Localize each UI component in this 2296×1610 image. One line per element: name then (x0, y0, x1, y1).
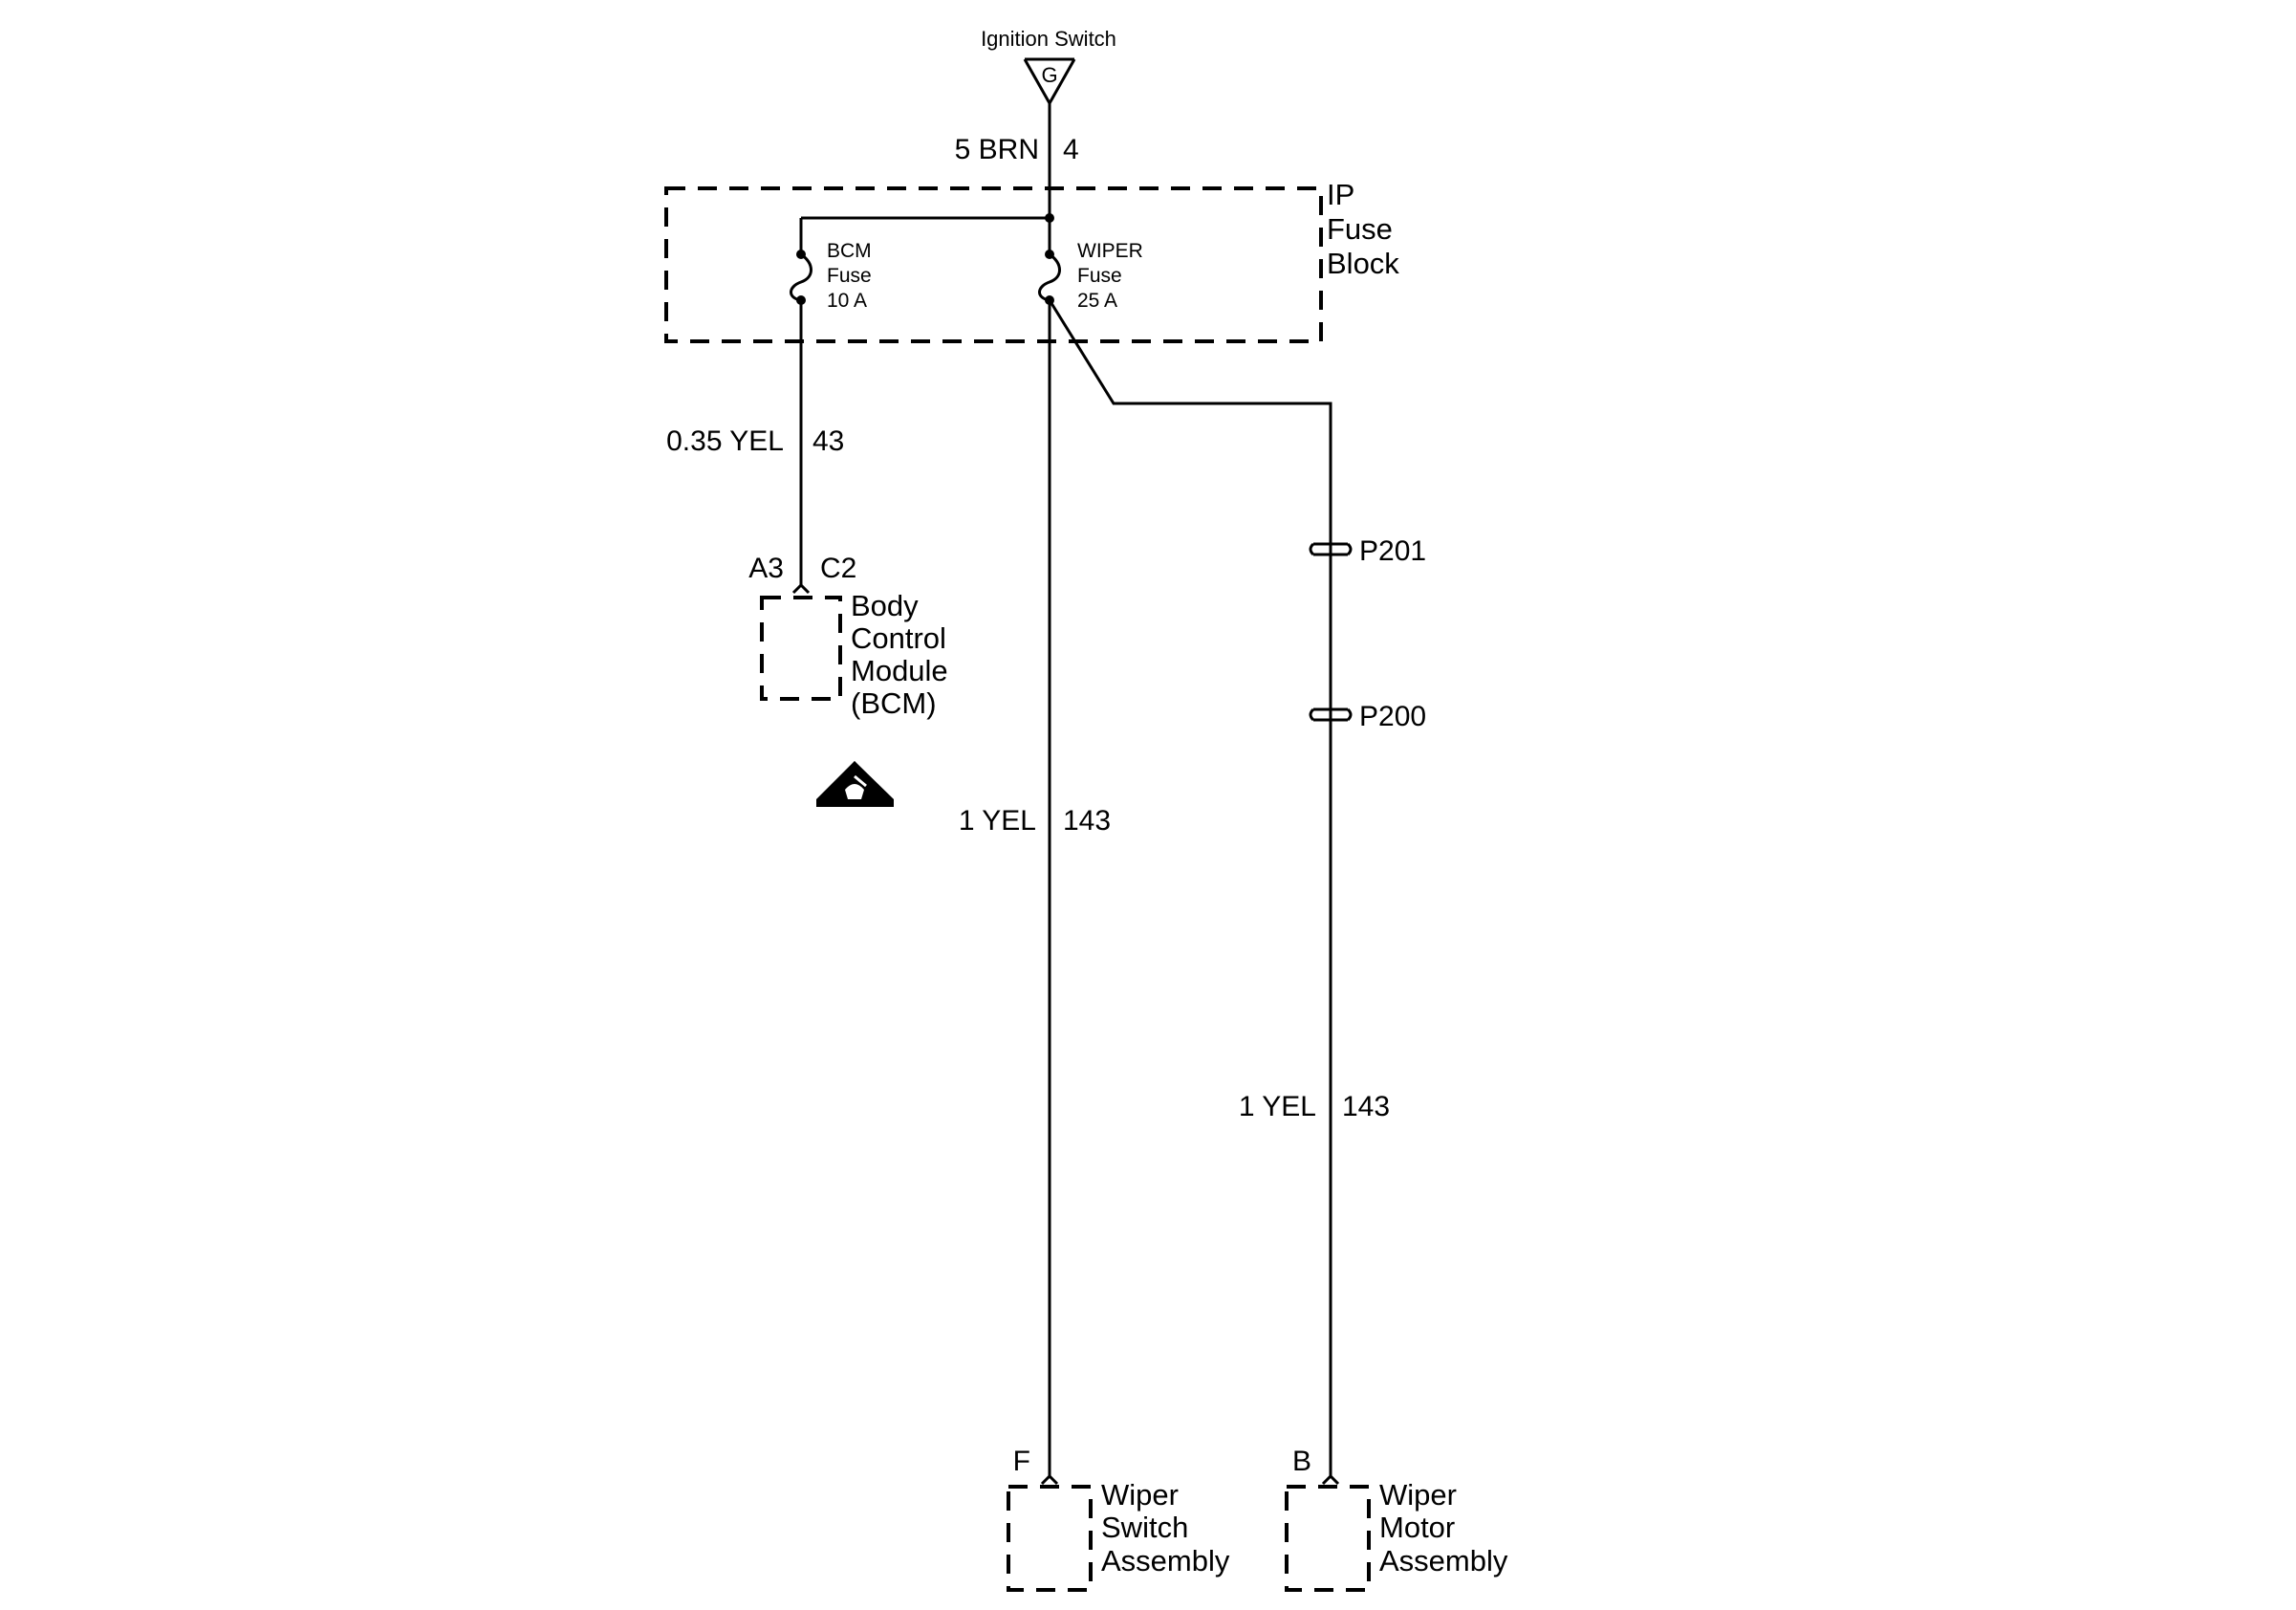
ignition-switch-label: Ignition Switch (981, 27, 1116, 51)
bcm-connector-symbol (791, 582, 811, 595)
wiper-fuse-label-3: 25 A (1077, 290, 1117, 312)
wiper-fuse-label-2: Fuse (1077, 265, 1122, 287)
p200-label: P200 (1359, 701, 1426, 732)
bcm-fuse (790, 250, 812, 305)
bcm-label-4: (BCM) (851, 686, 937, 720)
wiper-motor-wire-circuit: 143 (1342, 1091, 1390, 1122)
bcm-label-1: Body (851, 589, 919, 622)
fuse-block-label-3: Block (1327, 247, 1399, 280)
ip-fuse-block-box (664, 186, 1323, 343)
feed-wire-color: 5 BRN (955, 134, 1039, 165)
bcm-label-2: Control (851, 621, 946, 655)
wiper-fuse-label-1: WIPER (1077, 240, 1143, 262)
bcm-module-box (760, 596, 842, 701)
bcm-fuse-label-1: BCM (827, 240, 872, 262)
wiper-motor-label-1: Wiper (1379, 1478, 1457, 1512)
wiper-switch-label-3: Assembly (1101, 1544, 1230, 1577)
wiper-motor-pin-label: B (1292, 1446, 1311, 1477)
wiper-motor-wire-color: 1 YEL (1239, 1091, 1316, 1122)
fuse-block-label-1: IP (1327, 178, 1354, 211)
wiper-motor-wire (1048, 299, 1332, 1476)
wiper-motor-connector-symbol (1321, 1473, 1340, 1486)
bcm-fuse-label-2: Fuse (827, 265, 872, 287)
bcm-wire-circuit: 43 (812, 425, 844, 457)
fuse-block-label-2: Fuse (1327, 212, 1393, 246)
bcm-wire-color: 0.35 YEL (666, 425, 784, 457)
wiper-switch-label-2: Switch (1101, 1511, 1188, 1544)
wiper-motor-label-3: Assembly (1379, 1544, 1508, 1577)
p200-connector (1309, 707, 1353, 722)
bcm-fuse-label-3: 10 A (827, 290, 867, 312)
feed-wire-circuit: 4 (1063, 134, 1079, 165)
wiper-switch-wire-circuit: 143 (1063, 805, 1111, 837)
wiper-switch-wire-color: 1 YEL (959, 805, 1036, 837)
ignition-switch-terminal: G (1023, 57, 1076, 104)
wiper-fuse (1038, 250, 1061, 305)
ignition-pin-label: G (1041, 63, 1057, 87)
bcm-connector-label: C2 (820, 553, 856, 584)
wiper-motor-label-2: Motor (1379, 1511, 1455, 1544)
wiper-switch-box (1007, 1485, 1093, 1592)
bcm-pin-label: A3 (748, 553, 784, 584)
bcm-label-3: Module (851, 654, 948, 687)
wiper-switch-connector-symbol (1040, 1473, 1059, 1486)
wiper-switch-pin-label: F (1013, 1446, 1030, 1477)
p201-label: P201 (1359, 535, 1426, 567)
wiper-switch-label-1: Wiper (1101, 1478, 1179, 1512)
p201-connector (1309, 542, 1353, 556)
wiper-motor-box (1285, 1485, 1371, 1592)
esd-warning-icon (816, 761, 894, 807)
